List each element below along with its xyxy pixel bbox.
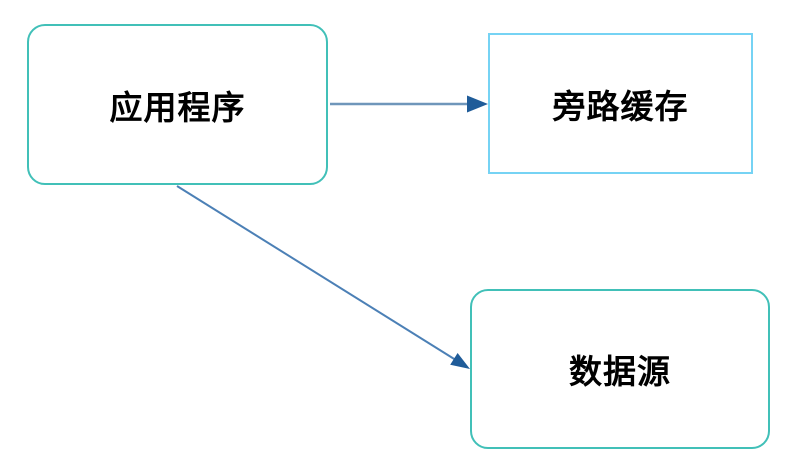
node-data-source-label: 数据源	[569, 353, 671, 390]
arrow-application-to-cache	[330, 95, 488, 113]
node-cache-aside-label: 旁路缓存	[552, 87, 689, 125]
node-cache-aside: 旁路缓存	[488, 33, 753, 174]
arrow-application-to-datasource	[176, 185, 470, 369]
node-application-label: 应用程序	[109, 88, 246, 126]
node-data-source: 数据源	[470, 289, 770, 449]
node-application: 应用程序	[27, 24, 328, 185]
